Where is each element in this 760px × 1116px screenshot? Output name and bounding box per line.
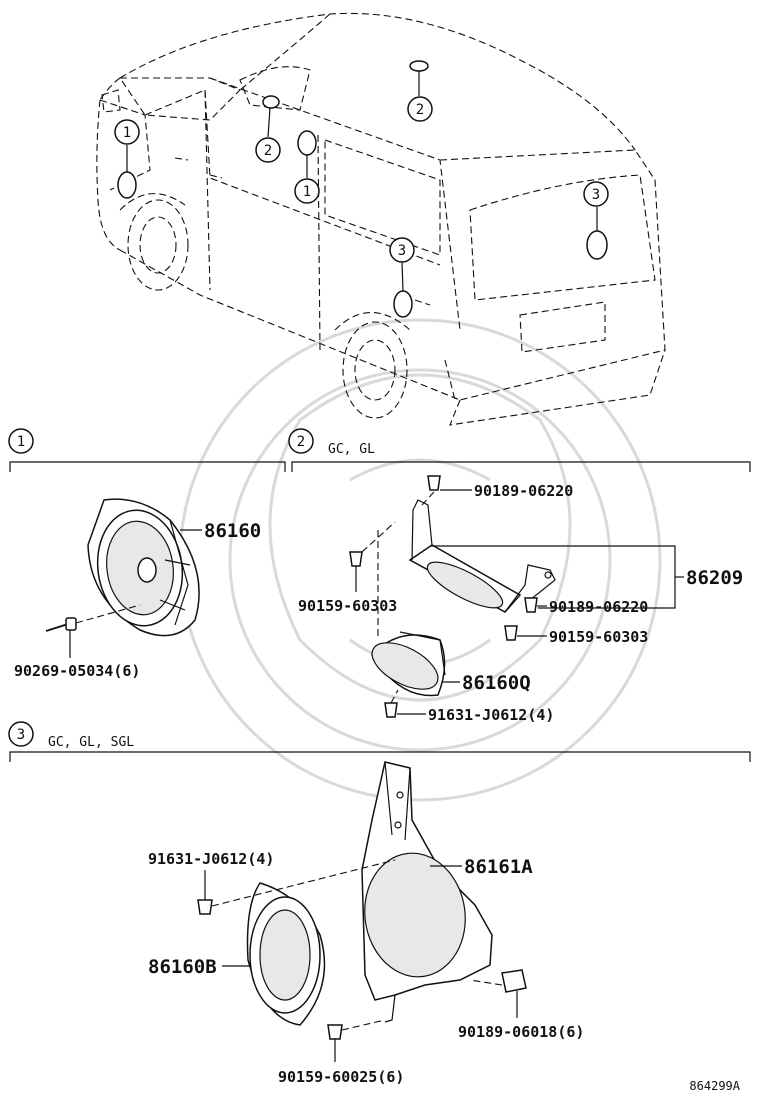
label-90269-05034: 90269-05034(6) <box>14 662 140 680</box>
section-3-header: 3 GC, GL, SGL <box>8 721 751 762</box>
label-91631-J0612-section2: 91631-J0612(4) <box>428 706 554 724</box>
screw-90189-top <box>421 475 472 506</box>
screw-90159-left <box>349 521 396 592</box>
label-90159-60025: 90159-60025(6) <box>278 1068 404 1086</box>
speaker-86160B <box>222 882 326 1026</box>
label-91631-J0612-section3: 91631-J0612(4) <box>148 850 274 868</box>
section-2-header: 2 GC, GL <box>288 428 751 472</box>
svg-text:3: 3 <box>592 187 600 203</box>
svg-text:1: 1 <box>303 184 311 200</box>
speaker-86160Q <box>371 631 460 697</box>
svg-text:3: 3 <box>398 243 406 259</box>
svg-text:2: 2 <box>264 143 272 159</box>
callout-3b: 3 <box>583 181 609 207</box>
callout-1b: 1 <box>294 178 320 204</box>
label-90159-60303-left: 90159-60303 <box>298 597 397 615</box>
callout-2a: 2 <box>255 137 281 163</box>
bracket-86209 <box>408 499 556 613</box>
svg-text:2: 2 <box>416 102 424 118</box>
diagram-code: 864299A <box>689 1079 740 1093</box>
svg-text:1: 1 <box>123 125 131 141</box>
label-86209: 86209 <box>686 567 743 589</box>
speaker-86160 <box>87 498 200 637</box>
section-3-condition: GC, GL, SGL <box>48 735 134 750</box>
label-86160Q: 86160Q <box>462 672 531 694</box>
screw-90269 <box>45 604 141 658</box>
screw-90159-right <box>504 625 547 641</box>
label-86161A: 86161A <box>464 856 533 878</box>
section-1-header: 1 <box>8 428 286 472</box>
screw-91631-section2 <box>384 689 426 718</box>
label-90159-60303-right: 90159-60303 <box>549 628 648 646</box>
bracket-86161A <box>361 761 493 1023</box>
screw-90159-60025 <box>327 1019 386 1062</box>
label-90189-06018: 90189-06018(6) <box>458 1023 584 1041</box>
label-90189-06220-top: 90189-06220 <box>474 482 573 500</box>
svg-text:1: 1 <box>17 434 25 450</box>
screw-90189-right <box>524 597 547 613</box>
callout-3a: 3 <box>389 237 415 263</box>
svg-text:3: 3 <box>17 727 25 743</box>
clip-90189-06018 <box>469 969 527 1018</box>
label-90189-06220-right: 90189-06220 <box>549 598 648 616</box>
screw-91631-section3 <box>197 859 396 915</box>
van-speaker-locations <box>117 60 608 318</box>
svg-text:2: 2 <box>297 434 305 450</box>
van-illustration <box>96 12 666 426</box>
callout-2b: 2 <box>407 96 433 122</box>
callout-1a: 1 <box>114 119 140 145</box>
label-86160B: 86160B <box>148 956 217 978</box>
section-2-condition: GC, GL <box>328 442 375 457</box>
label-86160: 86160 <box>204 520 261 542</box>
